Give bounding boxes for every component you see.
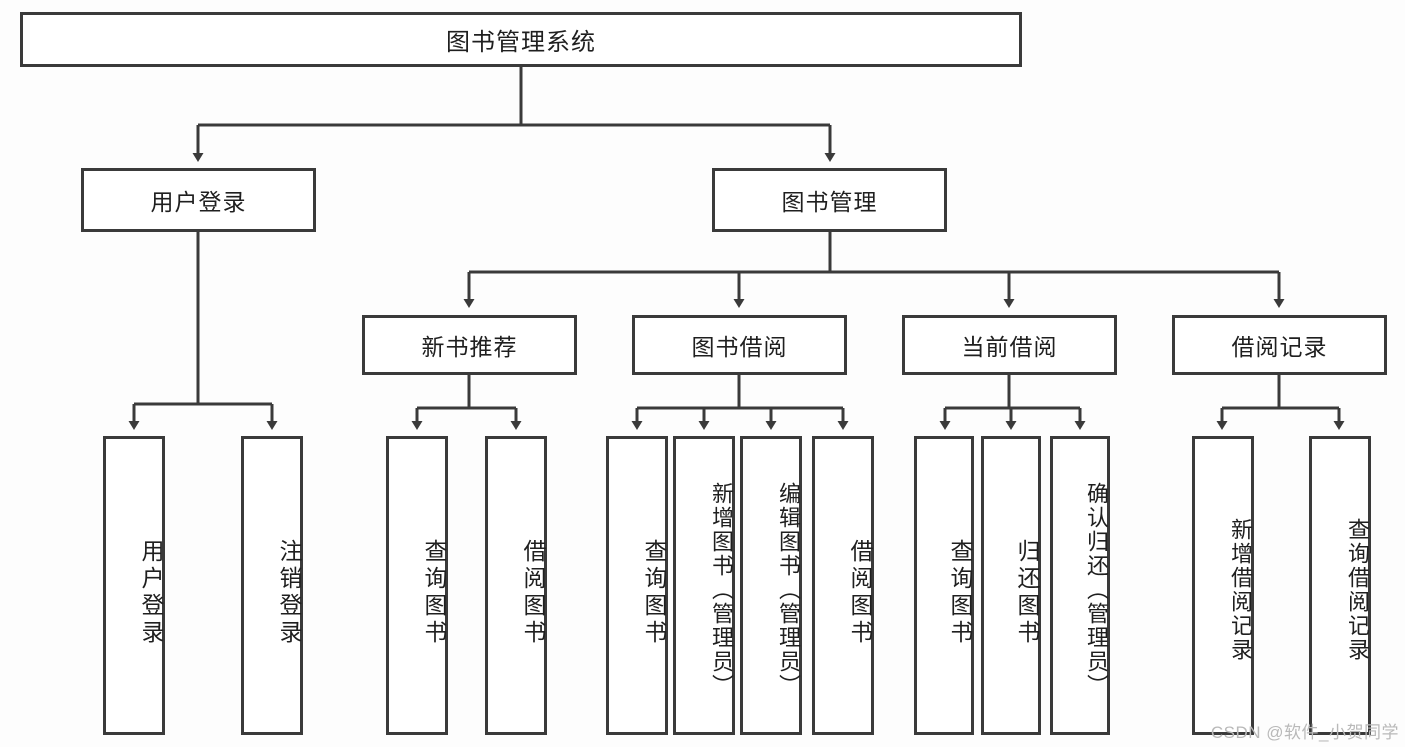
node-current-borrow[interactable]: 当前借阅	[902, 315, 1117, 375]
leaf-add-book-admin[interactable]: 新增图书（管理员）	[673, 436, 735, 735]
node-label: 借阅图书	[520, 538, 546, 647]
node-label: 查询图书	[947, 538, 973, 647]
leaf-borrow-book[interactable]: 借阅图书	[812, 436, 874, 735]
leaf-borrow-book-recommend[interactable]: 借阅图书	[485, 436, 547, 735]
leaf-edit-book-admin[interactable]: 编辑图书（管理员）	[740, 436, 802, 735]
leaf-query-borrow-record[interactable]: 查询借阅记录	[1309, 436, 1371, 735]
leaf-user-login[interactable]: 用户登录	[103, 436, 165, 735]
leaf-query-book-borrow[interactable]: 查询图书	[606, 436, 668, 735]
node-label: 借阅图书	[847, 538, 873, 647]
node-label: 查询图书	[641, 538, 667, 647]
node-label: 归还图书	[1014, 538, 1040, 647]
csdn-watermark: CSDN @软件_小贺同学	[1210, 723, 1399, 742]
node-book-management[interactable]: 图书管理	[712, 168, 947, 232]
node-label: 查询借阅记录	[1345, 517, 1370, 662]
node-book-borrow[interactable]: 图书借阅	[632, 315, 847, 375]
tree-connectors	[128, 67, 1345, 430]
node-label: 编辑图书（管理员）	[776, 481, 801, 698]
node-label: 新增借阅记录	[1228, 517, 1253, 662]
node-label: 新增图书（管理员）	[709, 481, 734, 698]
leaf-query-book-current[interactable]: 查询图书	[914, 436, 974, 735]
node-label: 用户登录	[138, 538, 164, 647]
leaf-confirm-return-admin[interactable]: 确认归还（管理员）	[1050, 436, 1110, 735]
node-root-book-management-system[interactable]: 图书管理系统	[20, 12, 1022, 67]
node-label: 借阅记录	[1231, 334, 1328, 360]
node-label: 查询图书	[421, 538, 447, 647]
node-label: 注销登录	[276, 538, 302, 647]
node-borrow-record[interactable]: 借阅记录	[1172, 315, 1387, 375]
node-label: 图书借阅	[691, 334, 788, 360]
node-new-book-recommend[interactable]: 新书推荐	[362, 315, 577, 375]
node-label: 当前借阅	[961, 334, 1058, 360]
node-label: 新书推荐	[421, 334, 518, 360]
leaf-add-borrow-record[interactable]: 新增借阅记录	[1192, 436, 1254, 735]
leaf-return-book[interactable]: 归还图书	[981, 436, 1041, 735]
node-label: 图书管理系统	[446, 29, 596, 56]
node-label: 用户登录	[150, 189, 247, 215]
node-label: 确认归还（管理员）	[1084, 481, 1109, 698]
leaf-logout-login[interactable]: 注销登录	[241, 436, 303, 735]
leaf-query-book-recommend[interactable]: 查询图书	[386, 436, 448, 735]
node-label: 图书管理	[781, 189, 878, 215]
node-user-login[interactable]: 用户登录	[81, 168, 316, 232]
